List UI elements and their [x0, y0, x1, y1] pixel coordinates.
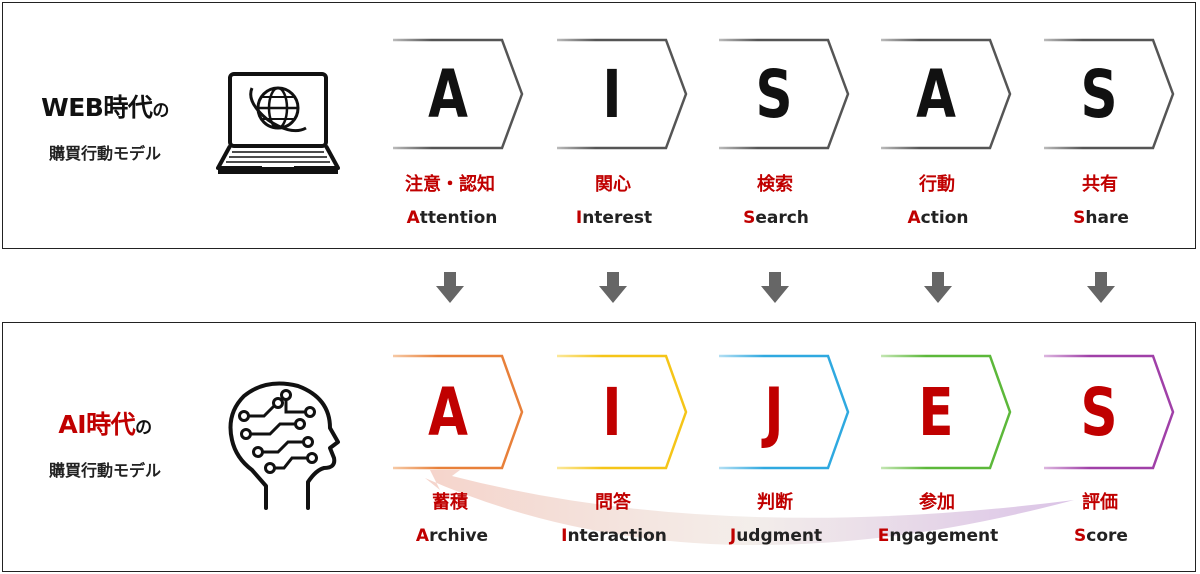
ai-step-jp-5: 評価	[1082, 492, 1118, 513]
ai-step-jp-3: 判断	[757, 492, 793, 513]
web-chevron-5	[1044, 38, 1175, 150]
down-arrow-4	[924, 272, 952, 303]
web-step-letter-2: I	[602, 56, 622, 133]
ai-step-en-5: Score	[1074, 526, 1128, 546]
ai-step-letter-4: E	[918, 374, 954, 451]
web-chevron-1	[393, 38, 524, 150]
down-arrow-5	[1087, 272, 1115, 303]
ai-step-jp-1: 蓄積	[432, 492, 468, 513]
ai-chevron-3	[719, 354, 850, 470]
web-step-jp-1: 注意・認知	[405, 174, 495, 195]
web-step-letter-3: S	[755, 56, 793, 133]
web-step-en-1: Attention	[406, 208, 498, 228]
ai-step-jp-4: 参加	[919, 492, 955, 513]
web-step-jp-4: 行動	[919, 174, 955, 195]
ai-step-letter-5: S	[1080, 374, 1118, 451]
ai-step-en-1: Archive	[415, 526, 489, 546]
ai-chevron-5	[1044, 354, 1175, 470]
down-arrow-2	[599, 272, 627, 303]
web-chevron-4	[881, 38, 1012, 150]
ai-model-title: AI時代の	[58, 410, 152, 439]
ai-step-en-4: Engagement	[877, 526, 999, 546]
ai-step-en-2: Interaction	[561, 526, 667, 546]
ai-brain-head-icon	[228, 381, 340, 510]
ai-chevron-4	[881, 354, 1012, 470]
web-step-jp-2: 関心	[595, 174, 631, 195]
web-chevron-2	[557, 38, 688, 150]
web-era-panel	[2, 2, 1196, 249]
web-model-subtitle: 購買行動モデル	[48, 144, 161, 163]
web-step-en-2: Interest	[575, 208, 653, 228]
down-arrow-3	[761, 272, 789, 303]
web-step-en-3: Search	[743, 208, 809, 228]
ai-model-subtitle: 購買行動モデル	[48, 461, 161, 480]
ai-step-en-3: Judgment	[729, 526, 823, 546]
web-step-jp-5: 共有	[1082, 174, 1118, 195]
web-step-jp-3: 検索	[757, 174, 793, 195]
ai-chevron-1	[393, 354, 524, 470]
ai-step-letter-2: I	[602, 374, 622, 451]
web-model-title: WEB時代の	[41, 93, 169, 122]
web-step-letter-4: A	[916, 56, 956, 133]
web-step-en-5: Share	[1073, 208, 1129, 228]
ai-step-letter-1: A	[428, 374, 468, 451]
web-step-letter-1: A	[428, 56, 468, 133]
ai-step-letter-3: J	[764, 374, 784, 451]
web-step-letter-5: S	[1080, 56, 1118, 133]
feedback-swoosh	[425, 470, 1074, 546]
ai-chevron-2	[557, 354, 688, 470]
web-step-en-4: Action	[907, 208, 969, 228]
down-arrow-1	[436, 272, 464, 303]
ai-step-jp-2: 問答	[595, 492, 631, 513]
laptop-globe-icon	[216, 72, 340, 174]
web-chevron-3	[719, 38, 850, 150]
